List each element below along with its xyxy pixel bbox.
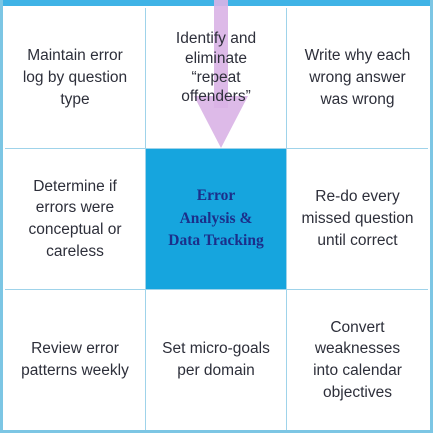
center-title-cell: Error Analysis & Data Tracking — [146, 149, 287, 290]
cell-identify-repeat-offenders: Identify and eliminate “repeat offenders… — [146, 8, 287, 149]
cell-text: Write why each wrong answer was wrong — [304, 47, 411, 108]
cell-text: Identify and eliminate “repeat offenders… — [175, 30, 257, 106]
cell-text: Set micro-goals per domain — [162, 340, 270, 379]
cell-determine-conceptual-careless: Determine if errors were conceptual or c… — [5, 149, 146, 290]
cell-write-why-wrong: Write why each wrong answer was wrong — [287, 8, 428, 149]
cell-text: Maintain error log by question type — [22, 47, 128, 108]
cell-set-micro-goals: Set micro-goals per domain — [146, 290, 287, 430]
cell-text: Re-do every missed question until correc… — [301, 188, 414, 249]
cell-convert-weaknesses: Convert weaknesses into calendar objecti… — [287, 290, 428, 430]
cell-redo-missed-questions: Re-do every missed question until correc… — [287, 149, 428, 290]
cell-text: Review error patterns weekly — [21, 340, 129, 379]
cell-review-patterns: Review error patterns weekly — [5, 290, 146, 430]
nine-box-grid: Maintain error log by question type Iden… — [5, 8, 428, 430]
down-arrow-icon — [194, 0, 248, 148]
cell-maintain-error-log: Maintain error log by question type — [5, 8, 146, 149]
cell-text: Convert weaknesses into calendar objecti… — [313, 318, 402, 401]
cell-text: Determine if errors were conceptual or c… — [28, 177, 122, 260]
center-title: Error Analysis & Data Tracking — [168, 187, 264, 250]
